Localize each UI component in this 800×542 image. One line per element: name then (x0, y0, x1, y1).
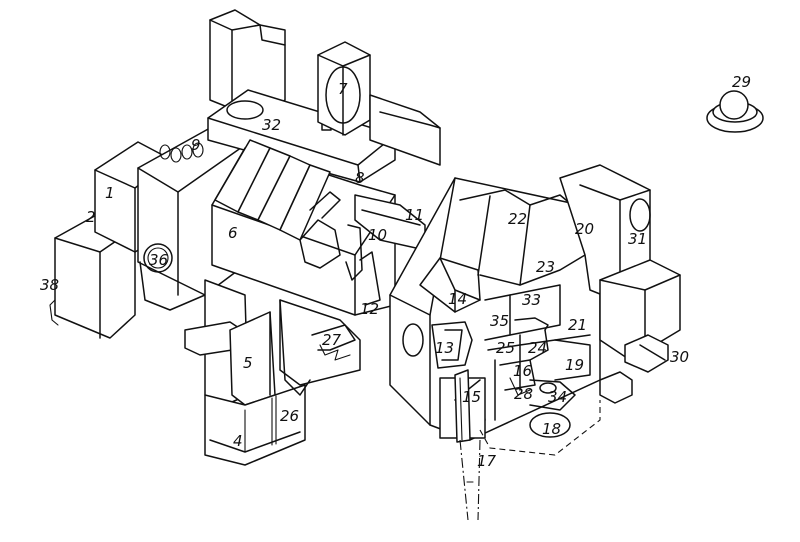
label-32: 32 (262, 116, 281, 134)
bore-32 (226, 100, 264, 120)
bore-31 (629, 198, 651, 232)
bore-13 (402, 323, 424, 357)
label-11: 11 (405, 206, 424, 224)
label-27: 27 (322, 331, 342, 349)
rear-column (209, 9, 286, 119)
tool-base (459, 400, 601, 521)
center-body (211, 139, 426, 316)
label-8: 8 (355, 169, 365, 187)
reference-labels: 1 2 4 5 6 7 8 9 10 11 12 13 14 15 16 17 … (40, 73, 751, 470)
label-22: 22 (508, 210, 527, 228)
label-15: 15 (462, 388, 481, 406)
label-12: 12 (360, 300, 379, 318)
label-7: 7 (338, 80, 348, 98)
bore-18 (529, 412, 571, 438)
label-35: 35 (490, 312, 509, 330)
label-31: 31 (628, 230, 647, 248)
label-20: 20 (575, 220, 594, 238)
label-21: 21 (568, 316, 587, 334)
knob-29 (706, 90, 764, 133)
label-13: 13 (435, 339, 454, 357)
label-36: 36 (149, 251, 168, 269)
label-25: 25 (496, 339, 515, 357)
lower-base (184, 279, 361, 466)
label-34: 34 (548, 388, 567, 406)
label-16: 16 (513, 362, 532, 380)
label-19: 19 (565, 356, 584, 374)
label-1: 1 (105, 184, 115, 202)
label-38: 38 (40, 276, 59, 294)
label-6: 6 (228, 224, 238, 242)
label-29: 29 (732, 73, 751, 91)
label-5: 5 (243, 354, 253, 372)
label-24: 24 (528, 339, 547, 357)
label-17: 17 (477, 452, 497, 470)
label-23: 23 (536, 258, 555, 276)
label-26: 26 (280, 407, 299, 425)
label-9: 9 (191, 136, 201, 154)
label-10: 10 (368, 226, 387, 244)
label-18: 18 (542, 420, 561, 438)
label-33: 33 (522, 291, 541, 309)
label-30: 30 (670, 348, 689, 366)
label-2: 2 (86, 208, 96, 226)
right-end-blocks (559, 164, 681, 404)
label-4: 4 (233, 432, 243, 450)
circle-36 (143, 243, 173, 273)
label-28: 28 (514, 385, 533, 403)
label-14: 14 (448, 290, 467, 308)
right-housing (389, 177, 601, 443)
turret-7 (317, 41, 441, 166)
